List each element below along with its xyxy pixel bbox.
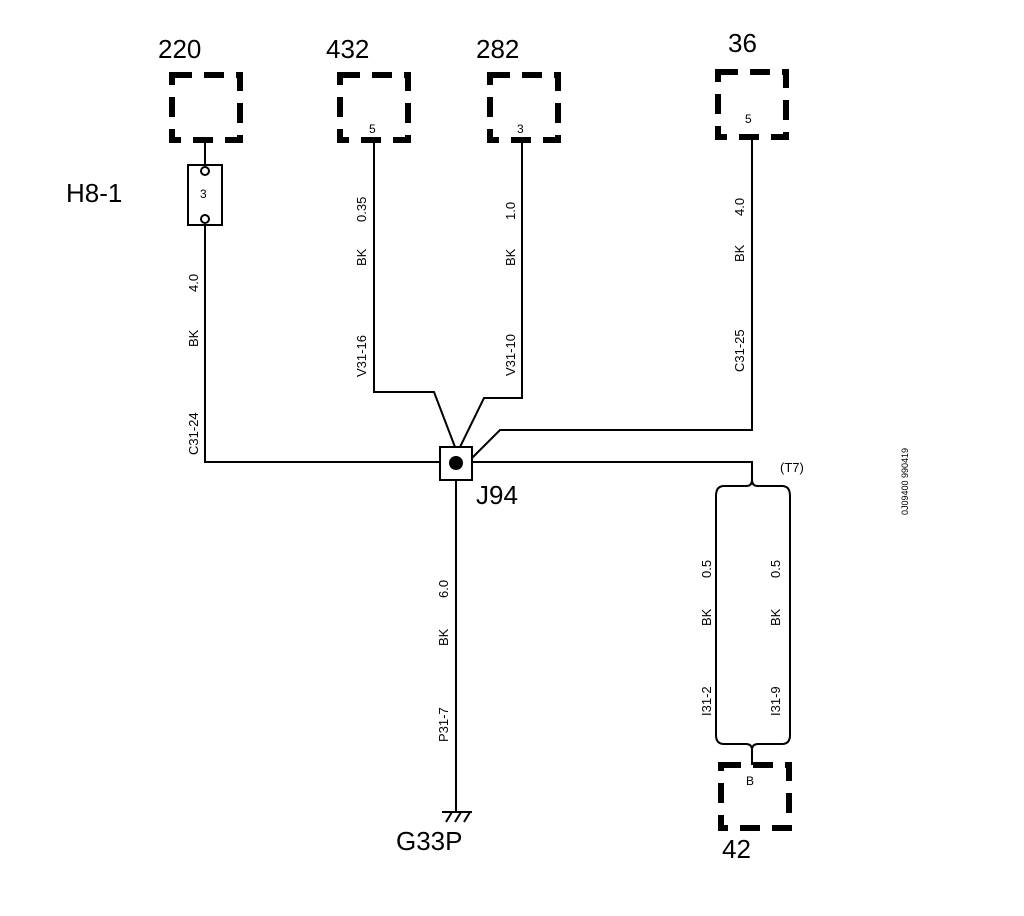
wire-ground-color: BK: [436, 628, 451, 646]
fuse-h8-1[interactable]: 3 H8-1: [66, 140, 223, 226]
wire-42a-size: 0.5: [699, 560, 714, 578]
component-36-pin: 5: [745, 112, 752, 126]
wire-36-circuit: C31-25: [732, 329, 747, 372]
wire-36-labels: 4.0 BK C31-25: [732, 198, 747, 372]
wire-220-circuit: C31-24: [186, 412, 201, 455]
wire-432-labels: 0.35 BK V31-16: [354, 197, 369, 377]
wire-282-circuit: V31-10: [503, 334, 518, 376]
ground-g33p[interactable]: G33P: [396, 811, 472, 856]
wire-220-color: BK: [186, 329, 201, 347]
component-432-label: 432: [326, 34, 369, 64]
wire-ground-labels: 6.0 BK P31-7: [436, 580, 451, 742]
wire-42b-circuit: I31-9: [768, 686, 783, 716]
wire-42b-size: 0.5: [768, 560, 783, 578]
wire-282-size: 1.0: [503, 202, 518, 220]
splice-label: J94: [476, 480, 518, 510]
wire-twisted-pair-feed[interactable]: [472, 461, 753, 484]
component-432[interactable]: 432 5: [326, 34, 411, 143]
wire-432[interactable]: [373, 140, 456, 448]
wire-220[interactable]: [204, 225, 440, 463]
wire-42b-color: BK: [768, 608, 783, 626]
wire-282-labels: 1.0 BK V31-10: [503, 202, 518, 376]
splice-j94[interactable]: J94: [439, 446, 518, 510]
component-432-pin: 5: [369, 122, 376, 136]
wire-36-color: BK: [732, 244, 747, 262]
component-282-label: 282: [476, 34, 519, 64]
component-42-pin: B: [746, 774, 754, 788]
wire-ground-size: 6.0: [436, 580, 451, 598]
wire-432-size: 0.35: [354, 197, 369, 222]
wire-432-circuit: V31-16: [354, 335, 369, 377]
wire-36[interactable]: [471, 137, 753, 459]
component-42-label: 42: [722, 834, 751, 864]
wire-220-size: 4.0: [186, 274, 201, 292]
wire-42b-labels: 0.5 BK I31-9: [768, 560, 783, 716]
fuse-pin: 3: [200, 187, 207, 201]
component-36-label: 36: [728, 28, 757, 58]
wire-282[interactable]: [459, 140, 523, 448]
twisted-pair-t7[interactable]: (T7): [715, 460, 804, 765]
twisted-pair-label: (T7): [780, 460, 804, 475]
wire-36-size: 4.0: [732, 198, 747, 216]
wire-432-color: BK: [354, 248, 369, 266]
component-220-label: 220: [158, 34, 201, 64]
wire-42a-color: BK: [699, 608, 714, 626]
wire-282-color: BK: [503, 248, 518, 266]
wire-220-labels: 4.0 BK C31-24: [186, 274, 201, 455]
ground-label: G33P: [396, 826, 463, 856]
component-220[interactable]: 220: [158, 34, 243, 143]
wire-42a-circuit: I31-2: [699, 686, 714, 716]
drawing-code: 0J09400 990419: [900, 448, 910, 515]
fuse-label: H8-1: [66, 178, 122, 208]
component-282-pin: 3: [517, 122, 524, 136]
wire-ground-circuit: P31-7: [436, 707, 451, 742]
component-42[interactable]: 42 B: [718, 762, 792, 864]
component-282[interactable]: 282 3: [476, 34, 561, 143]
component-36[interactable]: 36 5: [715, 28, 789, 140]
wire-42a-labels: 0.5 BK I31-2: [699, 560, 714, 716]
